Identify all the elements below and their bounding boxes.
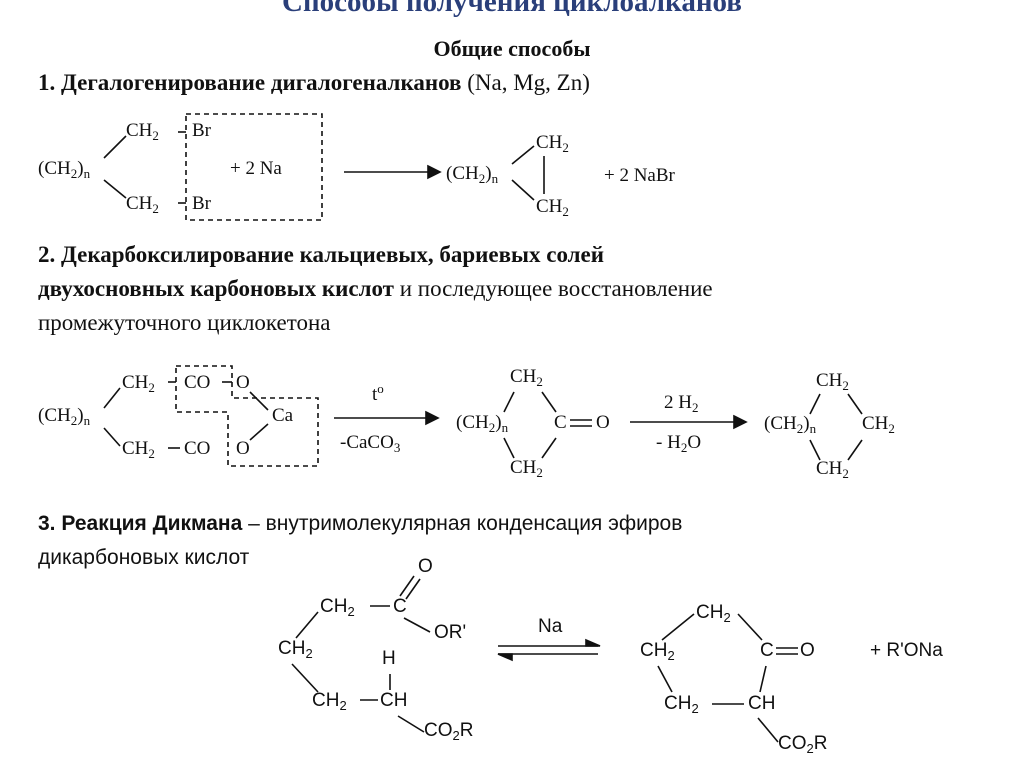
- m2-ketone-chain: (CH2)n: [456, 412, 509, 435]
- m3-bond-ch2-ch2left: [295, 611, 319, 639]
- m3-o: O: [418, 556, 433, 577]
- m2-ketone-c: C: [554, 412, 567, 433]
- m1-ch2-top: CH2: [126, 120, 159, 143]
- m1-dashed-box: [185, 113, 323, 221]
- m1-bond-lower: [103, 179, 127, 199]
- m1-prod-ch2-top: CH2: [536, 132, 569, 155]
- m2-ketone-ch2-bot: CH2: [510, 457, 543, 480]
- m1-ring-bond-2: [511, 179, 535, 201]
- m3-p-o: O: [800, 640, 815, 661]
- m1-reagent: + 2 Na: [230, 158, 282, 179]
- m2-prod-ch2-top: CH2: [816, 370, 849, 393]
- method1-heading: 1. Дегалогенирование дигалогеналканов (N…: [38, 70, 590, 96]
- m2-prod-ch2-bot: CH2: [816, 458, 849, 481]
- m2-ch2-top: CH2: [122, 372, 155, 395]
- m2-bond-o-ca-bot: [249, 423, 269, 441]
- m1-byproduct: + 2 NaBr: [604, 165, 675, 186]
- m2-o-top: O: [236, 372, 250, 393]
- m2-arrow1-label-bottom: -CaCO3: [340, 432, 401, 455]
- m2-ketone-bond-1: [503, 391, 515, 413]
- m2-ketone-o: O: [596, 412, 610, 433]
- m1-ch2-bot: CH2: [126, 193, 159, 216]
- m3-ch: CH: [380, 690, 408, 711]
- m2-arrow1-label-top: to: [372, 381, 384, 405]
- m2-bond-o-ca-top: [249, 391, 269, 411]
- m1-prod-ch2-bot: CH2: [536, 196, 569, 219]
- m3-arrow-label: Na: [538, 616, 563, 637]
- method2-heading-line1: 2. Декарбоксилирование кальциевых, барие…: [38, 242, 605, 267]
- method1-heading-bold: 1. Дегалогенирование дигалогеналканов: [38, 70, 462, 95]
- method1-heading-catalysts: (Na, Mg, Zn): [461, 70, 590, 95]
- m2-bond-lower: [103, 427, 121, 447]
- m1-arrowhead: [427, 164, 442, 180]
- method3-heading: 3. Реакция Дикмана – внутримолекулярная …: [38, 512, 683, 535]
- page-title: Способы получения циклоалканов: [282, 0, 742, 18]
- m2-ch2-bot: CH2: [122, 438, 155, 461]
- m3-bond-c-o-1: [399, 575, 415, 597]
- m2-dashed-box: [175, 365, 319, 467]
- m3-p-ch2-left: CH2: [640, 640, 675, 663]
- m2-bond-upper: [103, 387, 121, 409]
- m3-p-bond-5: [759, 665, 767, 693]
- section-subtitle: Общие способы: [433, 36, 591, 61]
- m2-prod-bond-2: [847, 393, 863, 415]
- m2-prod-bond-4: [847, 439, 863, 461]
- m2-co-bot: CO: [184, 438, 211, 459]
- m3-ch2-a: CH2: [320, 596, 355, 619]
- m3-bond-c-or: [403, 617, 431, 633]
- m2-prod-ch2-right: CH2: [862, 413, 895, 436]
- m2-arrow2-head: [733, 414, 748, 430]
- m2-prod-chain: (CH2)n: [764, 413, 817, 436]
- m3-p-c: C: [760, 640, 774, 661]
- m1-ring-bond-1: [511, 145, 535, 165]
- m2-arrow2-label-bottom: - H2O: [656, 432, 702, 455]
- m3-p-ch: CH: [748, 693, 776, 714]
- m1-bond-upper: [103, 135, 127, 159]
- m3-bond-ch2left-ch2b: [291, 663, 319, 693]
- m1-br-top: Br: [192, 120, 211, 141]
- m3-c: C: [393, 596, 407, 617]
- m2-ketone-bond-3: [503, 437, 515, 459]
- m3-h: H: [382, 648, 396, 669]
- m3-or: OR': [434, 622, 467, 643]
- m3-eq-arrow-back-head: [497, 653, 513, 662]
- m3-byproduct: + R'ONa: [870, 640, 943, 661]
- m3-p-bond-1: [661, 613, 695, 641]
- m3-co2r: CO2R: [424, 720, 474, 743]
- m2-chain: (CH2)n: [38, 405, 91, 428]
- m3-p-ch2-bot: CH2: [664, 693, 699, 716]
- m3-p-ch2-top: CH2: [696, 602, 731, 625]
- m1-chain: (CH2)n: [38, 158, 91, 181]
- method2-heading-line3: промежуточного циклокетона: [38, 310, 331, 335]
- m1-br-bot: Br: [192, 193, 211, 214]
- m2-arrow2-label-top: 2 H2: [664, 392, 699, 415]
- m3-p-bond-co2r: [757, 717, 779, 743]
- m3-p-bond-2: [737, 613, 763, 641]
- m3-p-co2r: CO2R: [778, 733, 828, 756]
- m3-ch2-b: CH2: [312, 690, 347, 713]
- m3-bond-ch-co2r: [397, 715, 425, 733]
- m3-eq-arrow-forward-head: [585, 638, 601, 647]
- m3-ch2-left: CH2: [278, 638, 313, 661]
- m2-prod-bond-1: [809, 393, 821, 415]
- m3-p-bond-3: [657, 665, 673, 693]
- m2-co-top: CO: [184, 372, 211, 393]
- method3-heading-line2: дикарбоновых кислот: [38, 546, 250, 569]
- m2-ketone-bond-4: [541, 437, 557, 459]
- m2-o-bot: O: [236, 438, 250, 459]
- m1-prod-chain: (CH2)n: [446, 163, 499, 186]
- m2-ca: Ca: [272, 405, 294, 426]
- m2-ketone-ch2-top: CH2: [510, 366, 543, 389]
- m2-ketone-bond-2: [541, 391, 557, 413]
- m3-bond-c-o-2: [405, 578, 421, 600]
- m2-prod-bond-3: [809, 439, 821, 461]
- method2-heading-line2: двухосновных карбоновых кислот и последу…: [38, 276, 713, 301]
- m2-arrow1-head: [425, 410, 440, 426]
